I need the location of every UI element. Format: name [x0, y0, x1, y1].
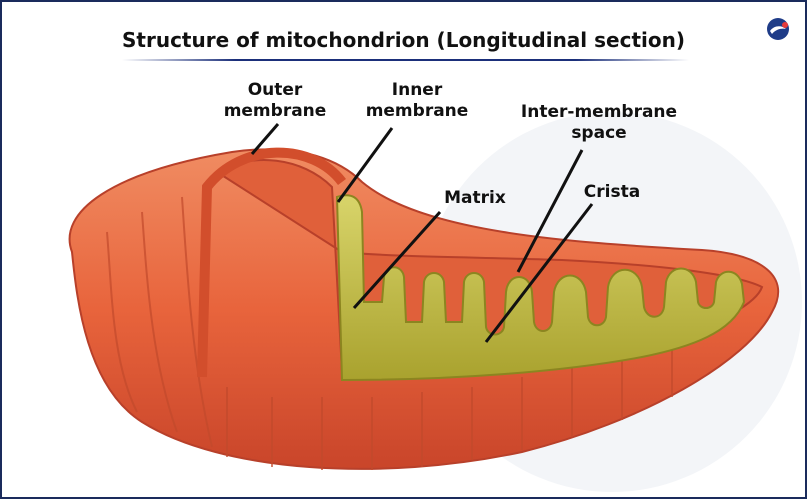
label-intermembrane-space: Inter-membrane space	[504, 102, 694, 144]
label-inner-membrane-line2: membrane	[347, 101, 487, 122]
page-title: Structure of mitochondrion (Longitudinal…	[2, 28, 805, 52]
title-underline	[122, 59, 689, 61]
label-inner-membrane: Inner membrane	[347, 80, 487, 122]
label-intermembrane-space-line2: space	[504, 123, 694, 144]
label-outer-membrane: Outer membrane	[210, 80, 340, 122]
label-intermembrane-space-line1: Inter-membrane	[504, 102, 694, 123]
label-crista: Crista	[562, 182, 662, 203]
label-matrix: Matrix	[420, 188, 530, 209]
label-outer-membrane-line2: membrane	[210, 101, 340, 122]
label-outer-membrane-line1: Outer	[210, 80, 340, 101]
brand-logo-icon	[765, 16, 791, 42]
label-inner-membrane-line1: Inner	[347, 80, 487, 101]
